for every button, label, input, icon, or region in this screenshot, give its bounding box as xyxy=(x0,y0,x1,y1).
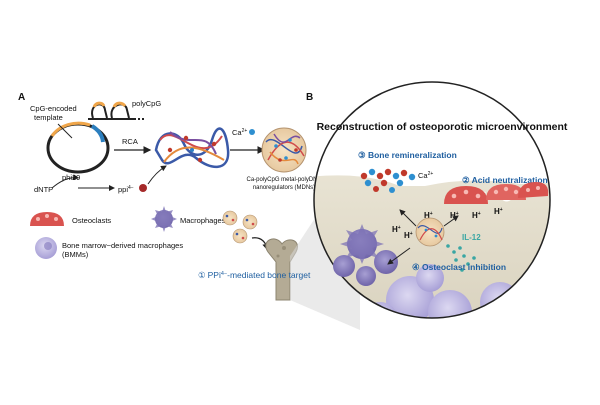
ca-ion xyxy=(249,129,255,135)
panel-a-label: A xyxy=(18,92,25,103)
osteoclast-inhibition-label: ④ Osteoclast inhibition xyxy=(412,262,506,272)
legend-bmm-line1: Bone marrow−derived macrophages xyxy=(62,241,183,250)
legend-osteoclast-icon xyxy=(30,212,64,226)
dntp-label: dNTP xyxy=(34,185,53,194)
panel-b-title: Reconstruction of osteoporotic microenvi… xyxy=(317,121,568,133)
svg-text:H+: H+ xyxy=(472,211,481,220)
small-mdn-particles xyxy=(222,210,258,244)
rca-label: RCA xyxy=(122,137,138,146)
ca-label-b: Ca2+ xyxy=(418,171,433,180)
legend-osteoclasts: Osteoclasts xyxy=(72,216,111,225)
mdn-scene xyxy=(415,217,445,247)
ppi-to-product-arrow xyxy=(147,165,167,185)
remineralization-label: ③ Bone remineralization xyxy=(358,150,457,160)
legend-macrophage-icon xyxy=(151,206,177,232)
ppi-label: ppi4− xyxy=(118,185,134,194)
legend-bmm-line2: (BMMs) xyxy=(62,250,89,259)
mdn-nanoparticle xyxy=(261,127,307,173)
acid-neutralization-label: ② Acid neutralization xyxy=(462,175,548,185)
mdn-caption-line1: Ca-polyCpG metal-polyDNA xyxy=(246,177,321,183)
dna-product xyxy=(154,127,230,168)
mdn-to-acid-arrow xyxy=(443,215,459,227)
phi29-label: phi29 xyxy=(62,173,80,182)
to-macrophage-arrow xyxy=(387,247,411,265)
il12-label: IL-12 xyxy=(462,233,481,242)
legend-macrophages: Macrophages xyxy=(180,216,226,225)
mdn-caption-line2: nanoregulators (MDNs) xyxy=(253,185,315,191)
svg-text:H+: H+ xyxy=(392,225,401,234)
ppi-ion xyxy=(139,184,147,192)
polycpg-label: polyCpG xyxy=(132,99,161,108)
polycpg-hairpins xyxy=(88,101,146,120)
macrophages-scene xyxy=(333,224,398,286)
svg-text:H+: H+ xyxy=(494,207,503,216)
osteoclasts-scene xyxy=(444,182,549,204)
svg-text:H+: H+ xyxy=(404,231,413,240)
cpg-template-plasmid xyxy=(46,121,110,174)
legend-bmm-icon xyxy=(35,237,57,259)
ca-label-a: Ca2+ xyxy=(232,128,247,137)
panel-b-label: B xyxy=(306,92,313,103)
mdn-to-mineral-arrow xyxy=(399,209,417,227)
dntp-arrow xyxy=(51,174,79,189)
template-label-line1: CpG-encoded xyxy=(30,104,77,113)
mineral-dots xyxy=(360,168,416,193)
il12-dots xyxy=(446,244,476,272)
template-label-line2: template xyxy=(34,113,63,122)
magnified-circle xyxy=(313,81,551,319)
svg-text:H+: H+ xyxy=(424,211,433,220)
